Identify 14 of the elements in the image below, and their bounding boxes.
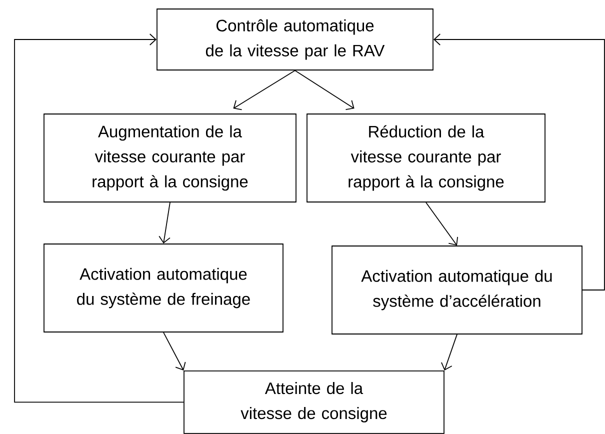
process-box: Activation automatique du système de freinage	[44, 244, 284, 332]
process-box: Réduction de la vitesse courante par rapport à la consigne	[306, 114, 546, 202]
process-box: Contrôle automatique de la vitesse par le RAV	[156, 8, 434, 70]
arrow	[14, 34, 184, 403]
arrow	[233, 70, 296, 110]
arrow	[294, 70, 354, 110]
arrow	[441, 334, 458, 370]
arrow	[426, 202, 458, 246]
process-box: Activation automatique du système d’accélération	[332, 246, 582, 334]
process-box: Augmentation de la vitesse courante par rapport à la consigne	[44, 114, 296, 202]
arrow	[158, 202, 170, 244]
arrow	[163, 332, 186, 370]
process-box: Atteinte de la vitesse de consigne	[184, 370, 444, 434]
arrow	[433, 34, 605, 290]
